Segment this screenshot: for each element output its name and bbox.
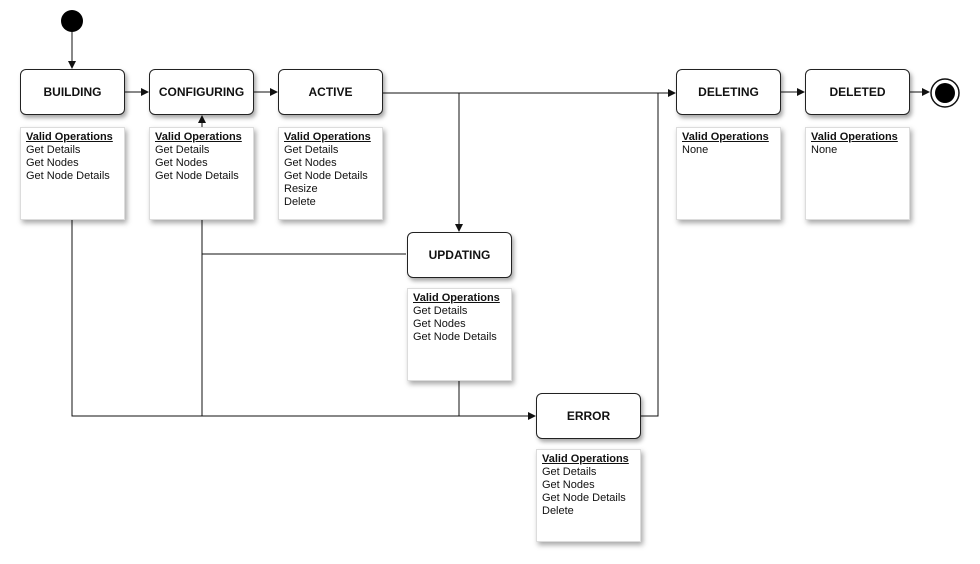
state-label: CONFIGURING bbox=[158, 85, 245, 99]
notes-updating: Valid Operations Get Details Get Nodes G… bbox=[407, 288, 512, 381]
notes-header: Valid Operations bbox=[811, 131, 898, 143]
operation-item: Get Node Details bbox=[155, 170, 239, 182]
operation-item: None bbox=[811, 144, 838, 156]
state-label: ERROR bbox=[566, 409, 611, 423]
state-building: BUILDING bbox=[20, 69, 125, 115]
state-label: UPDATING bbox=[428, 248, 491, 262]
operation-item: Get Node Details bbox=[284, 170, 368, 182]
notes-header: Valid Operations bbox=[284, 131, 371, 143]
notes-header: Valid Operations bbox=[542, 453, 629, 465]
notes-header: Valid Operations bbox=[155, 131, 242, 143]
operation-item: Get Nodes bbox=[26, 157, 79, 169]
final-state-inner bbox=[935, 83, 955, 103]
operation-item: Get Nodes bbox=[155, 157, 208, 169]
edge-building-error bbox=[71, 220, 536, 420]
state-label: DELETING bbox=[698, 85, 759, 99]
operation-item: Resize bbox=[284, 183, 318, 195]
operation-item: Get Details bbox=[284, 144, 339, 156]
state-deleting: DELETING bbox=[676, 69, 781, 115]
state-deleted: DELETED bbox=[805, 69, 910, 115]
operation-item: Get Nodes bbox=[413, 318, 466, 330]
operation-item: Get Details bbox=[413, 305, 468, 317]
notes-active: Valid Operations Get Details Get Nodes G… bbox=[278, 127, 383, 220]
notes-header: Valid Operations bbox=[682, 131, 769, 143]
operation-item: Get Nodes bbox=[542, 479, 595, 491]
state-label: BUILDING bbox=[43, 85, 102, 99]
operation-item: None bbox=[682, 144, 709, 156]
operation-item: Get Details bbox=[26, 144, 81, 156]
notes-deleting: Valid Operations None bbox=[676, 127, 781, 220]
state-error: ERROR bbox=[536, 393, 641, 439]
operation-item: Get Details bbox=[155, 144, 210, 156]
notes-header: Valid Operations bbox=[413, 292, 500, 304]
notes-configuring: Valid Operations Get Details Get Nodes G… bbox=[149, 127, 254, 220]
notes-deleted: Valid Operations None bbox=[805, 127, 910, 220]
initial-state-dot bbox=[61, 10, 83, 32]
operation-item: Get Node Details bbox=[413, 331, 497, 343]
state-label: DELETED bbox=[829, 85, 886, 99]
operation-item: Get Node Details bbox=[542, 492, 626, 504]
notes-error: Valid Operations Get Details Get Nodes G… bbox=[536, 449, 641, 542]
notes-header: Valid Operations bbox=[26, 131, 113, 143]
state-configuring: CONFIGURING bbox=[149, 69, 254, 115]
operation-item: Get Details bbox=[542, 466, 597, 478]
operation-item: Get Node Details bbox=[26, 170, 110, 182]
edge-error-deleting bbox=[641, 93, 659, 417]
operation-item: Delete bbox=[542, 505, 574, 517]
state-active: ACTIVE bbox=[278, 69, 383, 115]
notes-building: Valid Operations Get Details Get Nodes G… bbox=[20, 127, 125, 220]
state-updating: UPDATING bbox=[407, 232, 512, 278]
state-label: ACTIVE bbox=[308, 85, 353, 99]
operation-item: Get Nodes bbox=[284, 157, 337, 169]
operation-item: Delete bbox=[284, 196, 316, 208]
